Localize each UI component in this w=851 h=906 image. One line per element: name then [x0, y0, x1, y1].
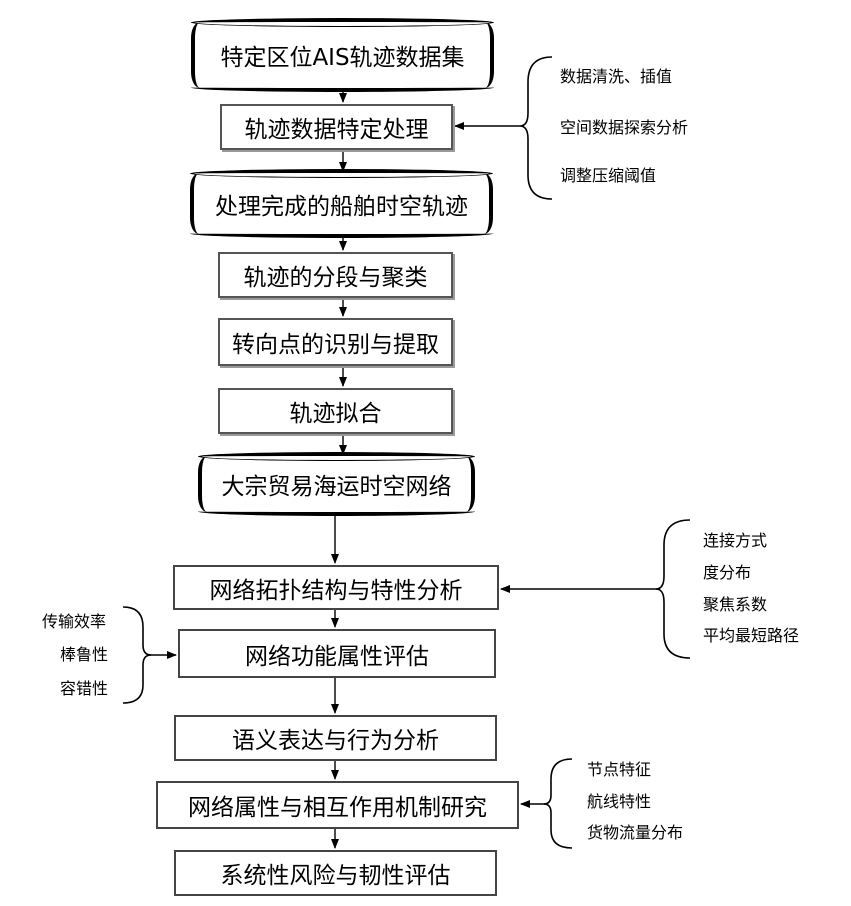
node-turning-points-label: 转向点的识别与提取 [232, 325, 439, 359]
annotation-mechanism-1: 节点特征 [587, 762, 651, 778]
annotation-topology-3: 聚焦系数 [703, 597, 767, 613]
node-mechanism-research-label: 网络属性与相互作用机制研究 [188, 788, 487, 822]
annotation-function-3: 容错性 [60, 681, 108, 697]
node-function-evaluation-label: 网络功能属性评估 [245, 637, 429, 671]
node-ais-dataset: 特定区位AIS轨迹数据集 [191, 22, 494, 88]
node-segmentation-clustering-label: 轨迹的分段与聚类 [244, 258, 428, 292]
annotation-function-2: 棒鲁性 [60, 647, 108, 663]
node-risk-resilience: 系统性风险与韧性评估 [174, 850, 497, 896]
brace-mechanism [544, 759, 572, 848]
node-trajectory-fitting: 轨迹拟合 [218, 388, 453, 434]
node-processed-trajectories: 处理完成的船舶时空轨迹 [190, 173, 493, 234]
node-turning-points: 转向点的识别与提取 [218, 318, 453, 366]
node-trade-network: 大宗贸易海运时空网络 [198, 456, 475, 512]
brace-topology [656, 520, 690, 658]
brace-function [123, 607, 151, 703]
node-trajectory-processing-label: 轨迹数据特定处理 [245, 110, 429, 144]
annotation-processing-3: 调整压缩阈值 [560, 168, 656, 184]
brace-processing [520, 57, 552, 199]
node-semantic-analysis-label: 语义表达与行为分析 [232, 721, 439, 755]
annotation-topology-1: 连接方式 [703, 533, 767, 549]
node-processed-trajectories-label: 处理完成的船舶时空轨迹 [215, 187, 468, 221]
node-function-evaluation: 网络功能属性评估 [178, 629, 496, 678]
annotation-mechanism-3: 货物流量分布 [587, 825, 683, 841]
node-topology-analysis: 网络拓扑结构与特性分析 [173, 565, 499, 610]
node-segmentation-clustering: 轨迹的分段与聚类 [218, 252, 453, 298]
annotation-topology-4: 平均最短路径 [703, 628, 799, 644]
annotation-processing-2: 空间数据探索分析 [560, 120, 688, 136]
node-risk-resilience-label: 系统性风险与韧性评估 [221, 856, 451, 890]
node-topology-analysis-label: 网络拓扑结构与特性分析 [210, 571, 463, 605]
node-semantic-analysis: 语义表达与行为分析 [174, 715, 497, 761]
annotation-processing-1: 数据清洗、插值 [560, 69, 672, 85]
annotation-topology-2: 度分布 [703, 565, 751, 581]
annotation-mechanism-2: 航线特性 [587, 794, 651, 810]
node-mechanism-research: 网络属性与相互作用机制研究 [156, 781, 519, 829]
node-trajectory-processing: 轨迹数据特定处理 [220, 104, 453, 150]
annotation-function-1: 传输效率 [42, 614, 106, 630]
node-trajectory-fitting-label: 轨迹拟合 [290, 394, 382, 428]
node-trade-network-label: 大宗贸易海运时空网络 [222, 467, 452, 501]
node-ais-dataset-label: 特定区位AIS轨迹数据集 [220, 38, 464, 72]
